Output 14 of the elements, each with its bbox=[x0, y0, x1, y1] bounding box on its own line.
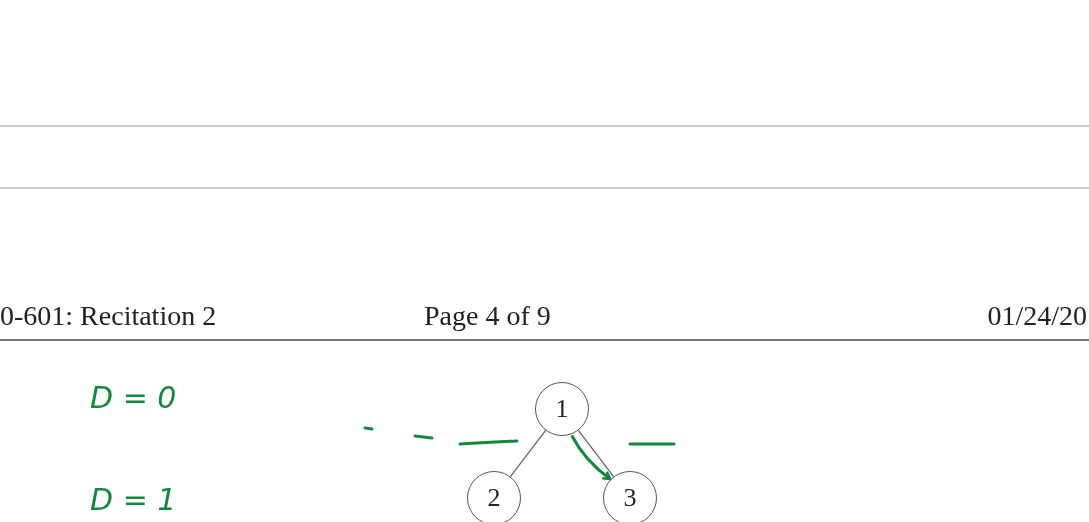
arrow bbox=[570, 434, 612, 481]
tree-node-circle bbox=[535, 382, 589, 436]
tree-edge bbox=[509, 429, 547, 478]
handwritten-note: D = 0 bbox=[90, 380, 177, 415]
tree-node-circle bbox=[603, 471, 657, 522]
header-text: 01/24/20 bbox=[987, 300, 1087, 332]
node-number: 2 bbox=[487, 483, 501, 513]
handwritten-note: D = 1 bbox=[90, 482, 177, 517]
header-text: 0-601: Recitation 2 bbox=[0, 300, 217, 332]
node-number: 3 bbox=[623, 483, 637, 513]
tree-node-circle bbox=[467, 471, 521, 522]
tree-edge bbox=[577, 429, 615, 478]
header-text: Page 4 of 9 bbox=[424, 300, 551, 332]
node-number: 1 bbox=[555, 394, 569, 424]
